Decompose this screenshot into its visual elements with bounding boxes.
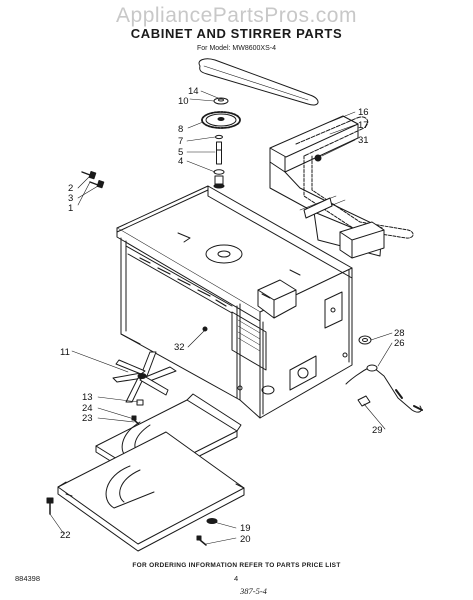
callout-19: 19 — [240, 523, 251, 534]
catalog-number: 884398 — [15, 574, 41, 583]
drive-belt — [198, 58, 319, 106]
leader-lines — [49, 90, 393, 545]
callout-28: 28 — [394, 328, 405, 339]
callout-labels: 14 10 8 7 5 4 2 3 1 16 17 31 28 26 29 32… — [60, 86, 405, 545]
callout-26: 26 — [394, 338, 405, 349]
callout-31: 31 — [358, 135, 369, 146]
bottom-plate — [57, 431, 245, 552]
callout-16: 16 — [358, 107, 369, 118]
callout-3: 3 — [68, 193, 73, 204]
callout-24: 24 — [82, 403, 93, 414]
callout-2: 2 — [68, 183, 73, 194]
callout-10: 10 — [178, 96, 189, 107]
stirrer-pulley — [201, 111, 241, 129]
callout-17: 17 — [358, 120, 369, 131]
callout-13: 13 — [82, 392, 93, 403]
callout-14: 14 — [188, 86, 199, 97]
callout-32: 32 — [174, 342, 185, 353]
page-number: 4 — [234, 574, 239, 583]
callout-7: 7 — [178, 136, 183, 147]
model-label: For Model: MW8600XS-4 — [197, 45, 276, 52]
callout-4: 4 — [178, 156, 183, 167]
stirrer-shaft — [213, 134, 225, 189]
watermark: AppliancePartsPros.com — [116, 4, 357, 27]
callout-23: 23 — [82, 413, 93, 424]
callout-22: 22 — [60, 530, 71, 541]
power-cord-assembly — [345, 335, 423, 413]
callout-1: 1 — [68, 203, 73, 214]
cabinet-frame — [116, 185, 353, 419]
cabinet-screws — [81, 171, 105, 189]
handwritten-note: 387-5-4 — [240, 586, 267, 596]
callout-11: 11 — [60, 347, 70, 358]
page-title: CABINET AND STIRRER PARTS — [130, 26, 343, 41]
ordering-note: FOR ORDERING INFORMATION REFER TO PARTS … — [132, 562, 341, 569]
callout-29: 29 — [372, 425, 383, 436]
washer — [213, 97, 229, 105]
callout-8: 8 — [178, 124, 183, 135]
callout-20: 20 — [240, 534, 251, 545]
stirrer-fan-blade — [112, 351, 177, 403]
callout-5: 5 — [178, 147, 183, 158]
waveguide-duct — [269, 115, 414, 259]
